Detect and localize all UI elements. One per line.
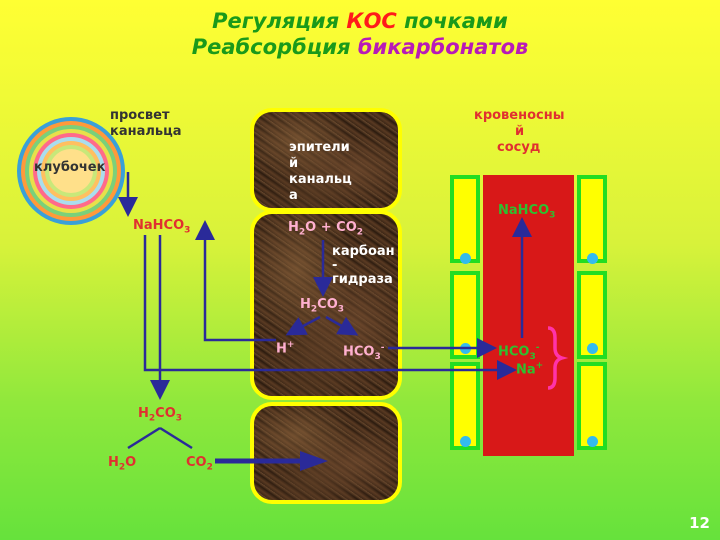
h-plus-label: H+: [276, 340, 295, 357]
title-line2: Реабсорбция бикарбонатов: [0, 34, 720, 60]
epithelial-cell-middle: [250, 210, 402, 400]
title-word-regulation: Регуляция: [212, 9, 340, 33]
h2o-lumen-label: H2O: [108, 455, 137, 473]
wall-pore-dot: [587, 253, 598, 264]
epithelium-label-line1: эпители: [289, 140, 350, 155]
na-plus-label: Na+: [516, 361, 544, 378]
lumen-label-line1: просвет: [110, 108, 170, 123]
epithelium-label-line3: канальц: [289, 172, 352, 187]
arrow-h2co3-to-h: [285, 315, 321, 336]
page-number: 12: [689, 514, 710, 532]
title-line1: Регуляция КОС почками: [0, 8, 720, 34]
h2co3-lumen-label: H2CO3: [138, 406, 183, 424]
nahco3-blood-label: NaHCO3: [498, 203, 556, 221]
vessel-label-line3: сосуд: [497, 140, 541, 155]
enzyme-label-line2: -: [332, 258, 338, 273]
epithelium-label-line2: й: [289, 156, 299, 171]
arrow-h-to-lumen: [195, 220, 276, 342]
enzyme-label-line1: карбоан: [332, 244, 395, 259]
nahco3-lumen-label: NaHCO3: [133, 218, 191, 236]
vessel-wall-right-3: [577, 362, 607, 450]
vessel-label-line2: й: [515, 124, 525, 139]
lumen-label-line2: канальца: [110, 124, 182, 139]
vessel-wall-right-1: [577, 175, 607, 263]
hco3-cell-label: HCO3-: [343, 343, 385, 362]
arrow-h2co3-to-hco3: [325, 315, 359, 336]
arrow-h2co3-to-co2: [159, 426, 193, 450]
title-word-kidneys: почками: [404, 9, 508, 33]
arrow-na-to-blood: [143, 235, 517, 380]
vessel-wall-left-1: [450, 175, 480, 263]
title-word-bicarbonates: бикарбонатов: [357, 35, 529, 59]
epithelium-label-line4: а: [289, 188, 298, 203]
glomerulus-label: клубочек: [34, 160, 106, 175]
bracket-brace: [547, 326, 569, 390]
title-word-reabsorption: Реабсорбция: [191, 35, 351, 59]
vessel-label-line1: кровеносны: [474, 108, 565, 123]
h2co3-cell-label: H2CO3: [300, 297, 345, 315]
arrow-h2co3-to-h2o: [127, 426, 161, 450]
wall-pore-dot: [460, 253, 471, 264]
enzyme-label-line3: гидраза: [332, 272, 393, 287]
vessel-wall-left-3: [450, 362, 480, 450]
epithelial-cell-bottom: [250, 402, 402, 504]
glomerulus-icon: [17, 117, 125, 225]
wall-pore-dot: [460, 436, 471, 447]
h2o-co2-cell-label: H2O + CO2: [288, 220, 364, 238]
wall-pore-dot: [587, 343, 598, 354]
wall-pore-dot: [587, 436, 598, 447]
hco3-blood-label: HCO3-: [498, 343, 540, 362]
title-word-kos: КОС: [346, 9, 397, 33]
co2-lumen-label: CO2: [186, 455, 213, 473]
